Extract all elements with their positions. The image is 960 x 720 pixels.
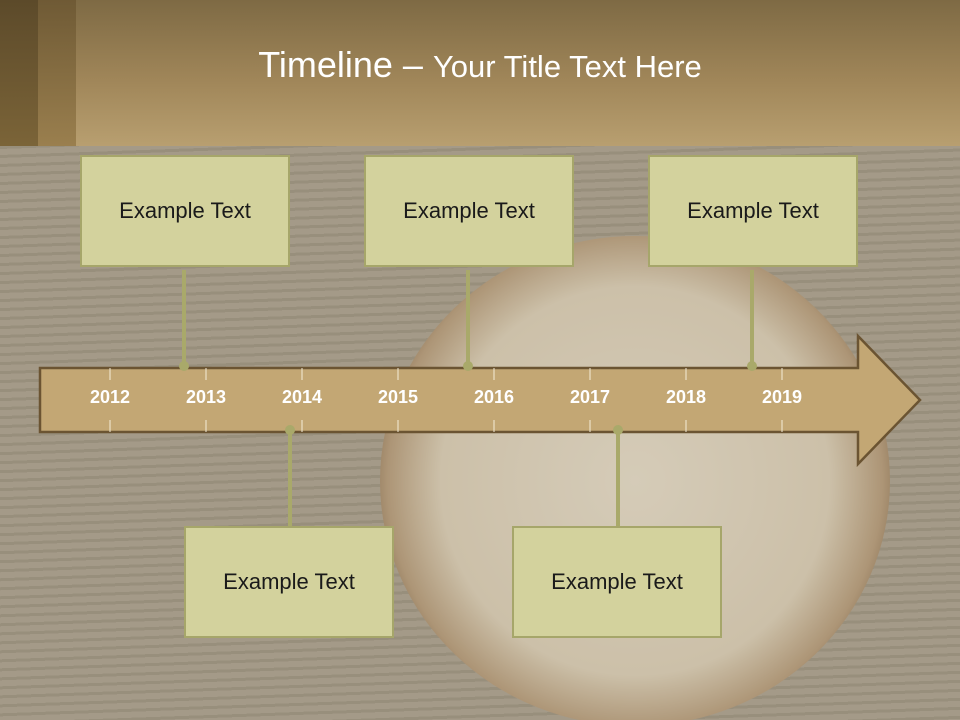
event-box-bottom-2: Example Text	[512, 526, 722, 638]
header-accent-dark	[0, 0, 38, 146]
title-main: Timeline	[258, 44, 393, 85]
year-label-2012: 2012	[90, 387, 130, 407]
connector-dot	[179, 361, 189, 371]
connector-dot	[613, 425, 623, 435]
year-label-2017: 2017	[570, 387, 610, 407]
connector-dot	[285, 425, 295, 435]
connector-dot	[747, 361, 757, 371]
title-sub: Your Title Text Here	[432, 49, 702, 84]
connectors	[179, 270, 757, 526]
event-box-top-1: Example Text	[80, 155, 290, 267]
event-box-top-3: Example Text	[648, 155, 858, 267]
header-accent-light	[38, 0, 76, 146]
slide-title: Timeline – Your Title Text Here	[0, 44, 960, 86]
year-label-2015: 2015	[378, 387, 418, 407]
title-bar: Timeline – Your Title Text Here	[0, 0, 960, 146]
salt-bowl-image	[380, 236, 890, 720]
connector-dot	[463, 361, 473, 371]
year-label-2016: 2016	[474, 387, 514, 407]
event-box-bottom-1: Example Text	[184, 526, 394, 638]
title-dash: –	[392, 44, 433, 85]
event-box-top-2: Example Text	[364, 155, 574, 267]
year-label-2014: 2014	[282, 387, 322, 407]
timeline-arrow	[38, 332, 922, 468]
year-label-2018: 2018	[666, 387, 706, 407]
year-label-2013: 2013	[186, 387, 226, 407]
year-ticks: 2012 2013 2014 2015 2016 2017 2018 2019	[90, 368, 802, 432]
year-label-2019: 2019	[762, 387, 802, 407]
